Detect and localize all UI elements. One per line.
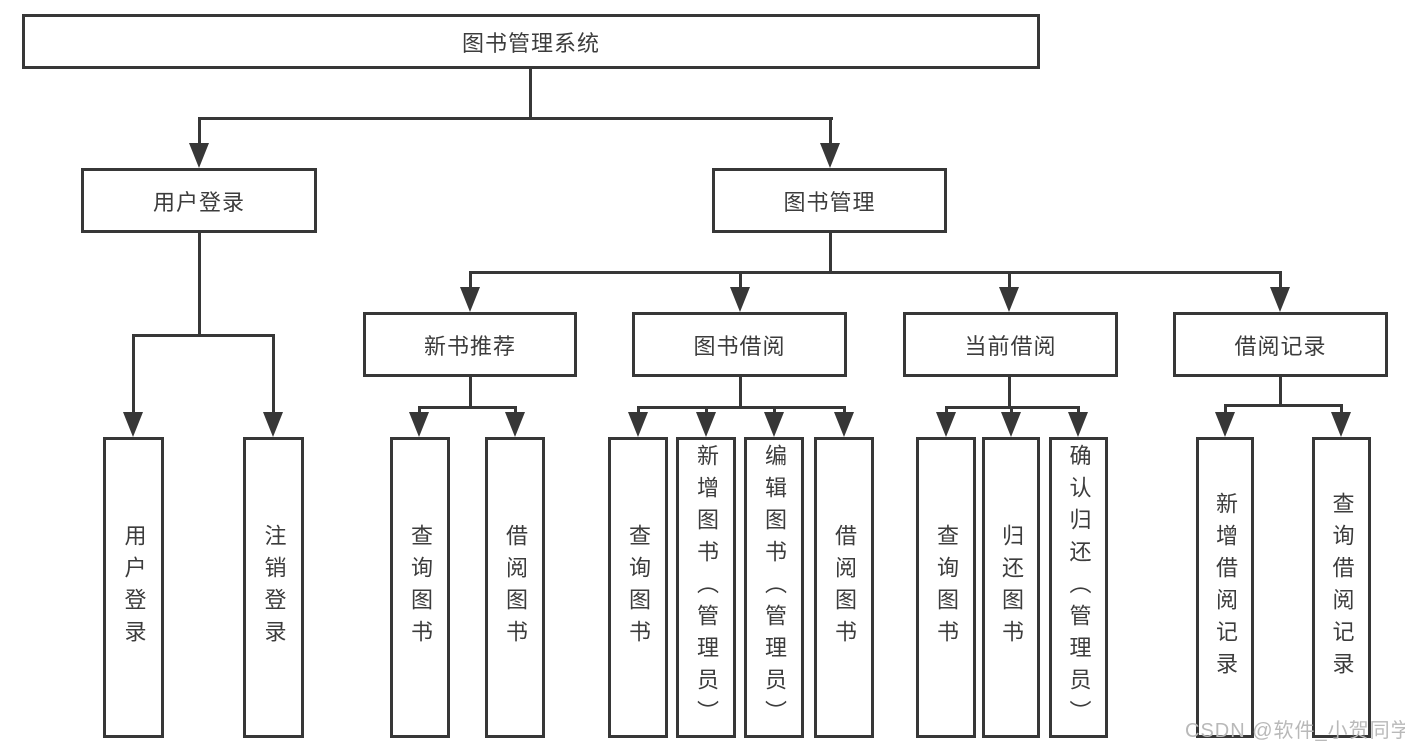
node-label: 图书管理 [783, 189, 876, 215]
connector-line [198, 117, 833, 120]
connector-line [843, 406, 846, 415]
leaf-label: 查询图书 [626, 523, 651, 652]
leaf-add-book-admin: 新增图书（管理员） [676, 437, 736, 738]
connector-line [469, 271, 1282, 274]
connector-line [272, 334, 275, 415]
connector-line [198, 117, 201, 145]
connector-line [418, 406, 517, 409]
leaf-label: 新增借阅记录 [1213, 491, 1238, 684]
connector-line [132, 334, 135, 415]
node-label: 借阅记录 [1234, 333, 1327, 359]
connector-line [1224, 404, 1227, 415]
connector-line [418, 406, 421, 415]
arrowhead-icon [123, 412, 143, 437]
arrowhead-icon [263, 412, 283, 437]
connector-line [829, 233, 832, 274]
arrowhead-icon [936, 412, 956, 437]
leaf-query-books-borrowing: 查询图书 [608, 437, 668, 738]
node-user-login: 用户登录 [81, 168, 317, 233]
leaf-label: 借阅图书 [832, 523, 857, 652]
connector-line [469, 377, 472, 409]
arrowhead-icon [834, 412, 854, 437]
connector-line [739, 377, 742, 408]
arrowhead-icon [1001, 412, 1021, 437]
connector-line [1008, 377, 1011, 409]
connector-line [469, 271, 472, 289]
leaf-label: 新增图书（管理员） [694, 443, 719, 732]
node-label: 图书管理系统 [461, 30, 600, 56]
arrowhead-icon [1270, 287, 1290, 312]
connector-line [705, 406, 708, 415]
leaf-add-borrow-record: 新增借阅记录 [1196, 437, 1254, 738]
connector-line [773, 406, 776, 415]
node-book-management: 图书管理 [712, 168, 947, 233]
connector-line [1279, 271, 1282, 289]
leaf-borrow-books-borrowing: 借阅图书 [814, 437, 874, 738]
arrowhead-icon [764, 412, 784, 437]
node-label: 当前借阅 [964, 333, 1057, 359]
arrowhead-icon [189, 143, 209, 168]
leaf-query-borrow-record: 查询借阅记录 [1312, 437, 1371, 738]
leaf-label: 查询借阅记录 [1329, 491, 1355, 684]
node-library-management-system: 图书管理系统 [22, 14, 1040, 69]
connector-line [198, 233, 201, 337]
connector-line [529, 69, 532, 119]
leaf-label: 查询图书 [934, 523, 959, 652]
connector-line [132, 334, 274, 337]
arrowhead-icon [1331, 412, 1351, 437]
connector-line [945, 406, 948, 415]
connector-line [1279, 377, 1282, 407]
arrowhead-icon [1068, 412, 1088, 437]
leaf-label: 注销登录 [261, 523, 287, 652]
leaf-query-books-recommend: 查询图书 [390, 437, 450, 738]
arrowhead-icon [999, 287, 1019, 312]
arrowhead-icon [409, 412, 429, 437]
node-current-borrowing: 当前借阅 [903, 312, 1118, 377]
connector-line [739, 271, 742, 289]
arrowhead-icon [696, 412, 716, 437]
leaf-borrow-books-recommend: 借阅图书 [485, 437, 545, 738]
csdn-watermark: CSDN @软件_小贺同学 [1185, 720, 1405, 742]
leaf-confirm-return-admin: 确认归还（管理员） [1049, 437, 1108, 738]
connector-line [637, 406, 640, 415]
arrowhead-icon [460, 287, 480, 312]
connector-line [1008, 271, 1011, 289]
leaf-return-book: 归还图书 [982, 437, 1040, 738]
leaf-label: 用户登录 [121, 523, 147, 652]
leaf-query-books-current: 查询图书 [916, 437, 976, 738]
node-label: 用户登录 [152, 189, 245, 215]
node-borrowing-records: 借阅记录 [1173, 312, 1388, 377]
leaf-label: 借阅图书 [503, 523, 528, 652]
node-label: 图书借阅 [693, 333, 786, 359]
leaf-user-login: 用户登录 [103, 437, 164, 738]
arrowhead-icon [730, 287, 750, 312]
connector-line [1224, 404, 1342, 407]
connector-line [514, 406, 517, 415]
leaf-label: 归还图书 [999, 523, 1024, 652]
arrowhead-icon [628, 412, 648, 437]
leaf-label: 编辑图书（管理员） [762, 443, 787, 732]
leaf-logout: 注销登录 [243, 437, 304, 738]
connector-line [829, 117, 832, 145]
leaf-label: 查询图书 [408, 523, 433, 652]
connector-line [637, 406, 845, 409]
leaf-label: 确认归还（管理员） [1066, 443, 1092, 732]
arrowhead-icon [1215, 412, 1235, 437]
node-new-book-recommendation: 新书推荐 [363, 312, 577, 377]
connector-line [1010, 406, 1013, 415]
node-book-borrowing: 图书借阅 [632, 312, 847, 377]
leaf-edit-book-admin: 编辑图书（管理员） [744, 437, 804, 738]
arrowhead-icon [820, 143, 840, 168]
node-label: 新书推荐 [423, 333, 516, 359]
connector-line [1077, 406, 1080, 415]
arrowhead-icon [505, 412, 525, 437]
connector-line [1340, 404, 1343, 415]
